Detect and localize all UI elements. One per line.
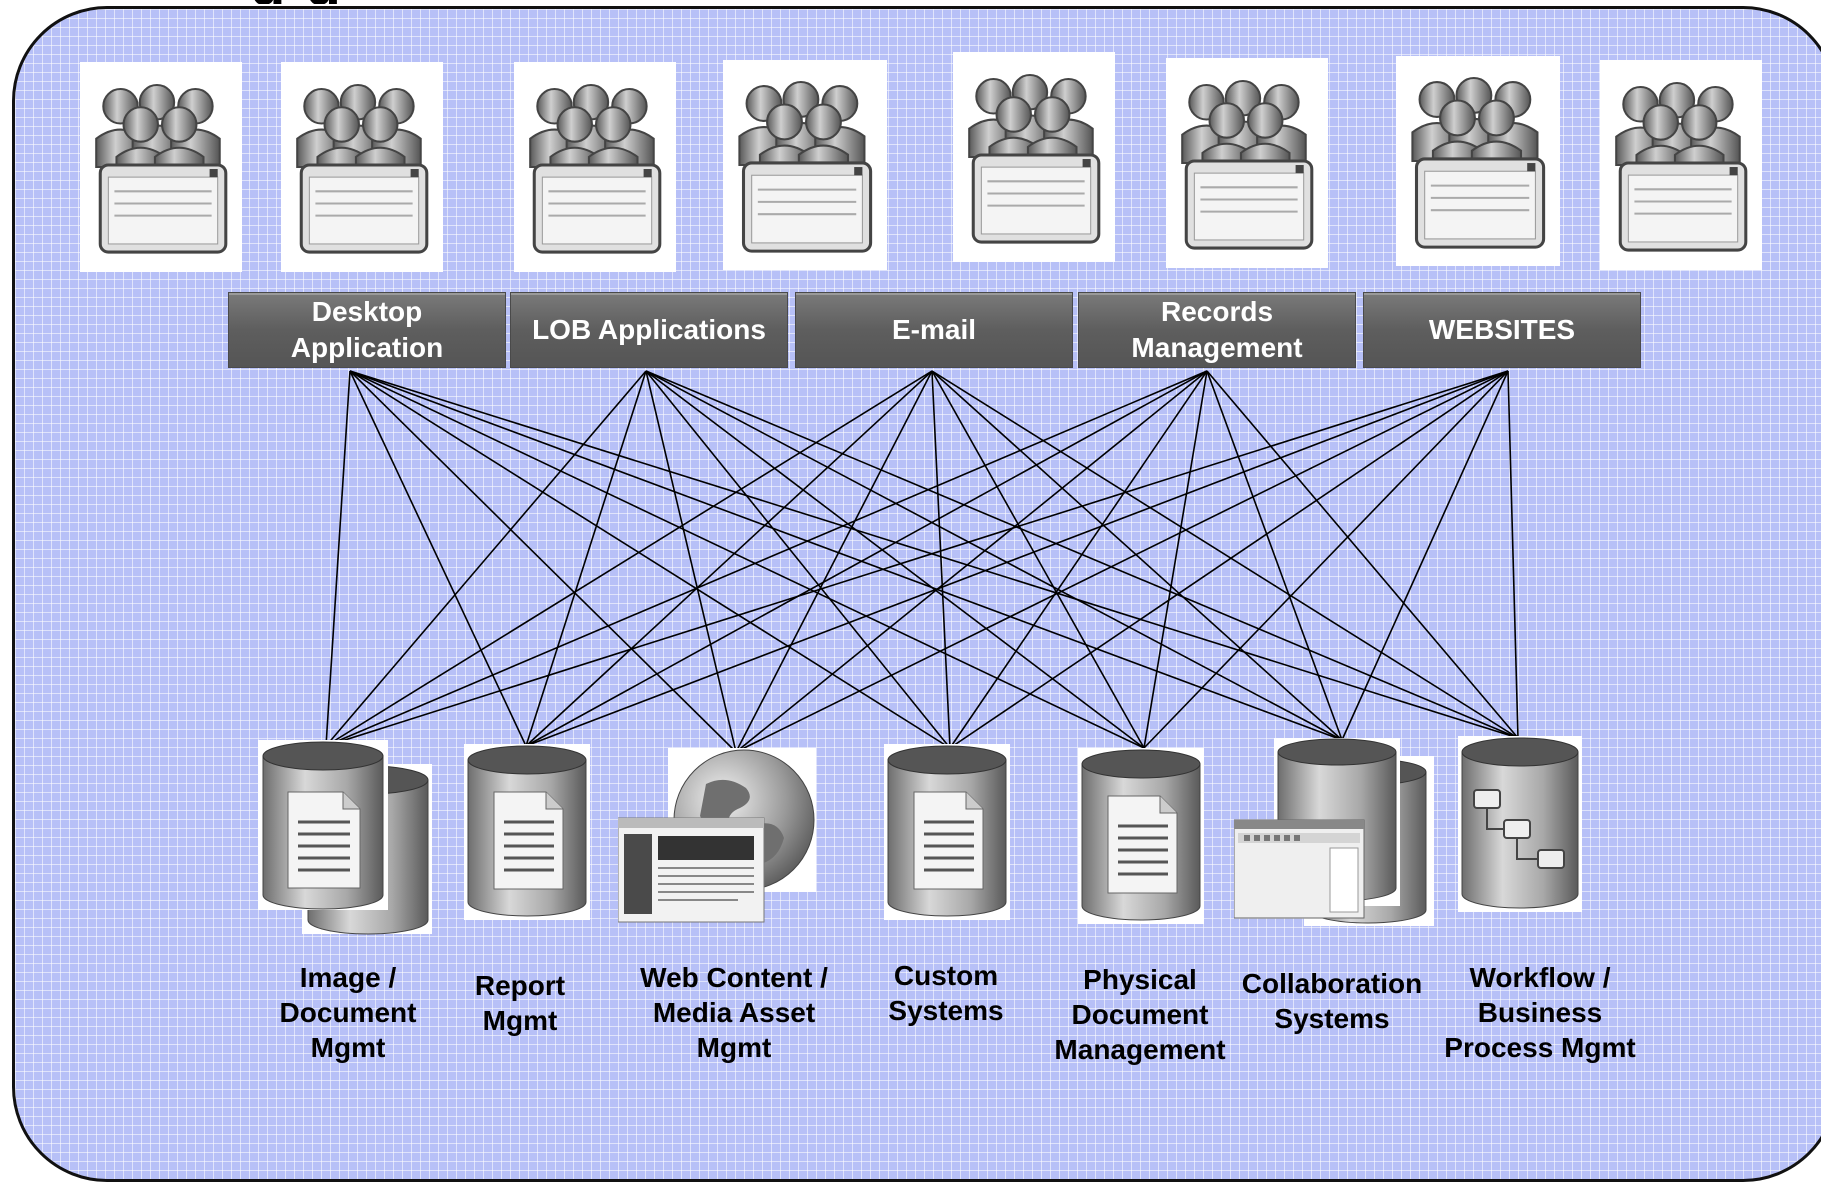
connector-line <box>349 370 1519 739</box>
users-group-icon <box>80 62 242 272</box>
connector-line <box>931 370 1519 739</box>
database-document-icon <box>1078 748 1204 924</box>
connector-line <box>931 370 1343 741</box>
connector-line <box>349 370 1145 749</box>
connector-line <box>325 370 351 747</box>
users-group-icon <box>1166 58 1328 268</box>
connector-line <box>349 370 1343 741</box>
bar-websites: WEBSITES <box>1363 292 1641 368</box>
database-document-icon <box>258 740 432 935</box>
connector-line <box>735 370 933 753</box>
users-group-icon <box>1600 60 1762 270</box>
connector-line <box>1143 370 1509 749</box>
bar-label: WEBSITES <box>1428 314 1576 345</box>
connector-line <box>645 370 951 749</box>
connector-line <box>1206 370 1519 739</box>
connector-line <box>525 370 1208 747</box>
repo-label-physical-document: Physical Document Management <box>1054 964 1226 1065</box>
connector-line <box>325 370 1208 747</box>
bar-desktop-application: Desktop Application <box>228 292 506 368</box>
slide-title-fragment: g g <box>250 0 870 4</box>
connector-line <box>645 370 737 753</box>
connection-lines <box>325 370 1519 753</box>
connector-line <box>931 370 1145 749</box>
database-report-icon <box>464 744 590 920</box>
repo-label-collaboration: Collaboration Systems <box>1241 968 1423 1034</box>
connector-line <box>949 370 1509 749</box>
connector-line <box>1341 370 1509 741</box>
users-group-icon <box>1396 56 1560 266</box>
bar-email: E-mail <box>795 292 1073 368</box>
connector-line <box>525 370 933 747</box>
bar-records-management: Records Management <box>1078 292 1356 368</box>
connector-line <box>349 370 527 747</box>
repo-label-web-content: Web Content / Media Asset Mgmt <box>640 962 828 1063</box>
connector-line <box>325 370 647 747</box>
connector-line <box>1507 370 1519 739</box>
bar-label: E-mail <box>891 314 977 345</box>
connector-line <box>349 370 737 753</box>
connector-line <box>645 370 1145 749</box>
connector-line <box>1206 370 1343 741</box>
repo-label-custom-systems: Custom Systems <box>888 960 1004 1026</box>
users-group-icon <box>281 62 443 272</box>
users-group-icon <box>514 62 676 272</box>
connector-line <box>931 370 951 749</box>
connector-line <box>735 370 1208 753</box>
bar-label: LOB Applications <box>532 314 766 345</box>
database-document-icon <box>884 744 1010 920</box>
users-group-icon <box>953 52 1115 262</box>
users-group-icon <box>723 60 887 270</box>
database-window-icon <box>1234 738 1434 926</box>
connector-line <box>949 370 1208 749</box>
connector-line <box>325 370 933 747</box>
repo-label-image-document: Image / Document Mgmt <box>279 962 417 1063</box>
bar-label: Records Management <box>1131 296 1303 363</box>
diagram-stage: g g Desktop Application LOB Applications… <box>12 0 1821 1182</box>
connector-line <box>525 370 1509 747</box>
globe-webpage-icon <box>618 748 816 923</box>
database-workflow-icon <box>1458 736 1582 912</box>
repo-label-workflow: Workflow / Business Process Mgmt <box>1444 962 1636 1063</box>
repo-label-report: Report Mgmt <box>474 970 566 1036</box>
connector-line <box>349 370 951 749</box>
bar-label: Desktop Application <box>290 296 444 363</box>
bar-lob-applications: LOB Applications <box>510 292 788 368</box>
connector-line <box>735 370 1509 753</box>
connector-line <box>325 370 1509 747</box>
connector-line <box>1143 370 1208 749</box>
connector-line <box>645 370 1343 741</box>
connector-line <box>525 370 647 747</box>
